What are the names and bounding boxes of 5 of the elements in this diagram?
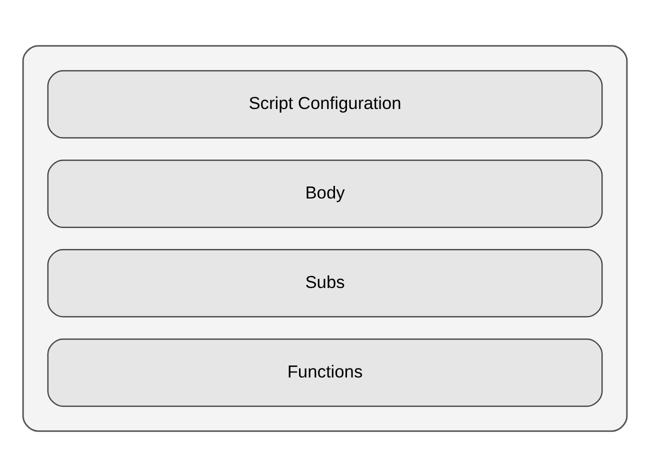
node-box: Subs bbox=[47, 248, 603, 317]
cluster bbox=[22, 44, 628, 432]
node-box: Script Configuration bbox=[47, 70, 603, 138]
node-box: Functions bbox=[47, 338, 603, 406]
node-box: Body bbox=[47, 159, 603, 228]
